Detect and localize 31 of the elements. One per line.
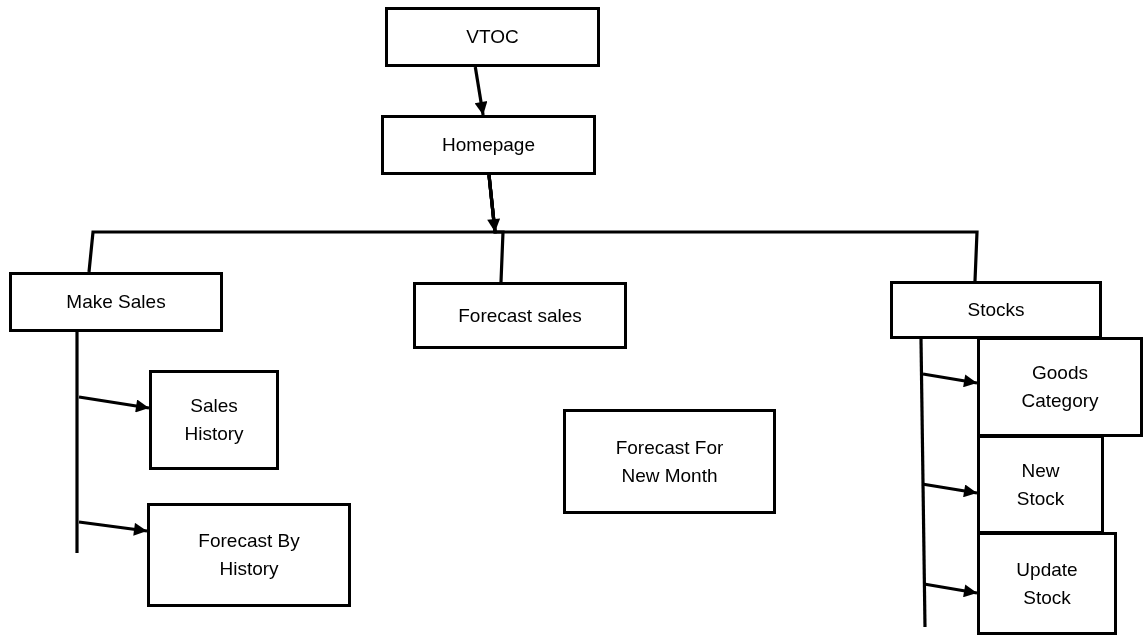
- process-box: [147, 503, 351, 607]
- node-label: Forecast sales: [457, 303, 583, 328]
- node-label: New Stock: [1015, 458, 1066, 511]
- connector-line: [919, 338, 927, 628]
- connector-line: [487, 174, 979, 282]
- process-box: [890, 281, 1102, 339]
- process-box: [149, 370, 279, 470]
- node-label: Forecast By History: [197, 529, 301, 581]
- node-label: Homepage: [441, 133, 536, 158]
- node-label: Sales History: [183, 394, 245, 446]
- arrow: [921, 482, 978, 498]
- connector-line: [75, 332, 79, 553]
- arrow: [923, 582, 978, 598]
- process-box: [977, 337, 1143, 437]
- process-box: [381, 115, 596, 175]
- arrow: [78, 520, 148, 536]
- node-label: Make Sales: [65, 290, 167, 315]
- node-label: Update Stock: [1015, 557, 1079, 610]
- process-box: [977, 435, 1104, 534]
- node-label: VTOC: [465, 25, 520, 50]
- arrow: [78, 395, 150, 413]
- process-box: [413, 282, 627, 349]
- process-box: [977, 532, 1117, 635]
- process-box: [563, 409, 776, 514]
- process-box: [385, 7, 600, 67]
- node-label: Forecast For New Month: [614, 435, 725, 488]
- arrow: [473, 66, 488, 116]
- process-box: [9, 272, 223, 332]
- node-label: Stocks: [966, 298, 1026, 323]
- node-label: Goods Category: [1020, 361, 1100, 413]
- arrow: [922, 372, 978, 388]
